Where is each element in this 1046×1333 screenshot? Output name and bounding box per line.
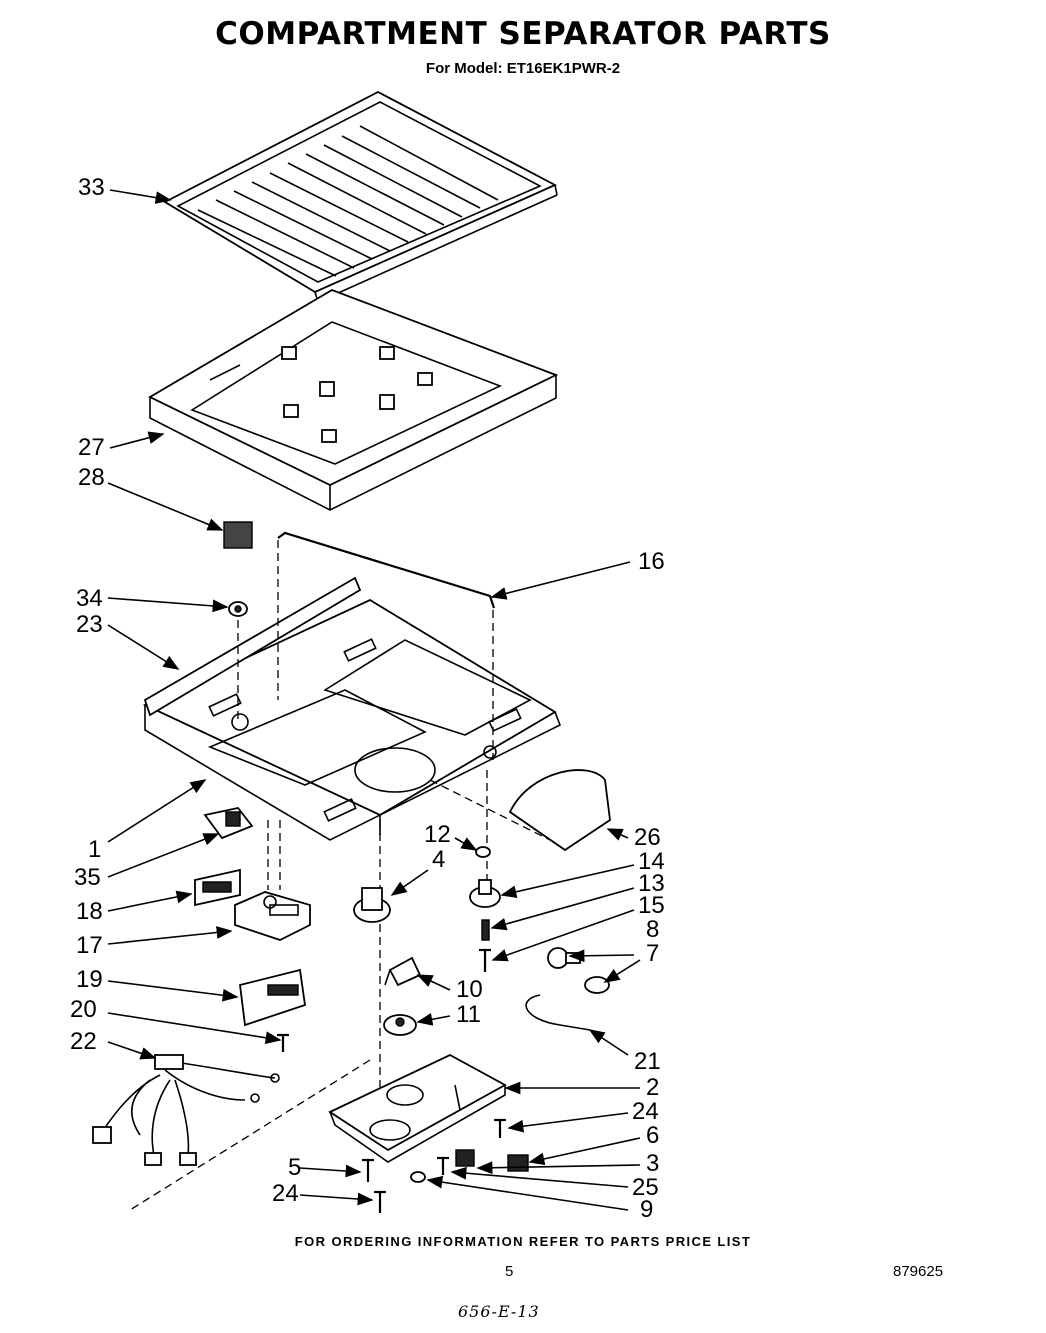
part-5-screw <box>362 1158 374 1182</box>
part-34-plug <box>228 601 248 617</box>
part-6-switch <box>507 1154 529 1172</box>
part-22-wire-harness <box>92 1054 280 1166</box>
callout-26: 26 <box>634 824 661 851</box>
callout-14: 14 <box>638 848 665 875</box>
part-24-screw-a <box>494 1118 506 1138</box>
part-14-knob <box>469 879 501 908</box>
callout-16: 16 <box>638 548 665 575</box>
part-20-screw <box>277 1033 289 1052</box>
callout-9: 9 <box>640 1196 654 1223</box>
callout-6: 6 <box>646 1122 660 1149</box>
part-9-washer <box>410 1171 426 1183</box>
callout-15: 15 <box>638 892 665 919</box>
part-35-bracket <box>203 807 254 840</box>
callout-35: 35 <box>74 864 101 891</box>
part-16-rod <box>277 531 496 609</box>
callout-8: 8 <box>646 916 660 943</box>
part-21-wire <box>525 994 591 1031</box>
part-1-main-tray <box>142 598 562 841</box>
part-17-housing <box>234 891 311 941</box>
part-7-socket <box>584 976 610 994</box>
handwritten-note: 656-E-13 <box>458 1302 540 1321</box>
part-15-screw <box>479 948 491 972</box>
part-26-cover <box>508 769 611 852</box>
callout-19: 19 <box>76 966 103 993</box>
part-13-shaft <box>481 919 490 941</box>
part-2-housing <box>328 1053 507 1163</box>
callout-3: 3 <box>646 1150 660 1177</box>
part-10-switch <box>384 956 422 987</box>
callout-21: 21 <box>634 1048 661 1075</box>
callout-27: 27 <box>78 434 105 461</box>
callout-25: 25 <box>632 1174 659 1201</box>
callout-13: 13 <box>638 870 665 897</box>
part-18-bezel <box>194 868 241 907</box>
page-title: COMPARTMENT SEPARATOR PARTS <box>215 16 831 52</box>
callout-20: 20 <box>70 996 97 1023</box>
callout-5: 5 <box>288 1154 302 1181</box>
callout-23: 23 <box>76 611 103 638</box>
callout-11: 11 <box>456 1001 481 1028</box>
document-number: 879625 <box>893 1263 944 1280</box>
leader-lines <box>107 189 641 1211</box>
callout-28: 28 <box>78 464 105 491</box>
part-3-switch <box>455 1149 475 1167</box>
part-11-knob <box>383 1014 417 1036</box>
model-subtitle: For Model: ET16EK1PWR-2 <box>425 60 621 77</box>
part-8-bulb <box>547 947 581 969</box>
part-23-strip <box>143 576 362 717</box>
callout-18: 18 <box>76 898 103 925</box>
part-25-screw <box>437 1156 449 1175</box>
callout-24-lower: 24 <box>272 1180 299 1207</box>
callout-4: 4 <box>432 846 446 873</box>
callout-10: 10 <box>456 976 483 1003</box>
callout-17: 17 <box>76 932 103 959</box>
callout-22: 22 <box>70 1028 97 1055</box>
callout-12: 12 <box>424 821 451 848</box>
callout-2: 2 <box>646 1074 660 1101</box>
callout-33: 33 <box>78 174 105 201</box>
part-33-shelf-grille <box>163 90 558 303</box>
callout-7: 7 <box>646 940 660 967</box>
part-4-thermostat <box>353 887 391 923</box>
part-28-block <box>223 521 253 549</box>
part-27-separator-frame <box>148 289 559 511</box>
callout-24-upper: 24 <box>632 1098 659 1125</box>
callout-34: 34 <box>76 585 103 612</box>
alignment-lines <box>129 540 561 1211</box>
part-24-screw-b <box>374 1190 386 1213</box>
ordering-info-footer: FOR ORDERING INFORMATION REFER TO PARTS … <box>294 1234 752 1249</box>
page-number: 5 <box>505 1263 514 1280</box>
callout-1: 1 <box>88 836 102 863</box>
part-12-washer <box>475 846 491 858</box>
part-19-control <box>239 968 306 1027</box>
